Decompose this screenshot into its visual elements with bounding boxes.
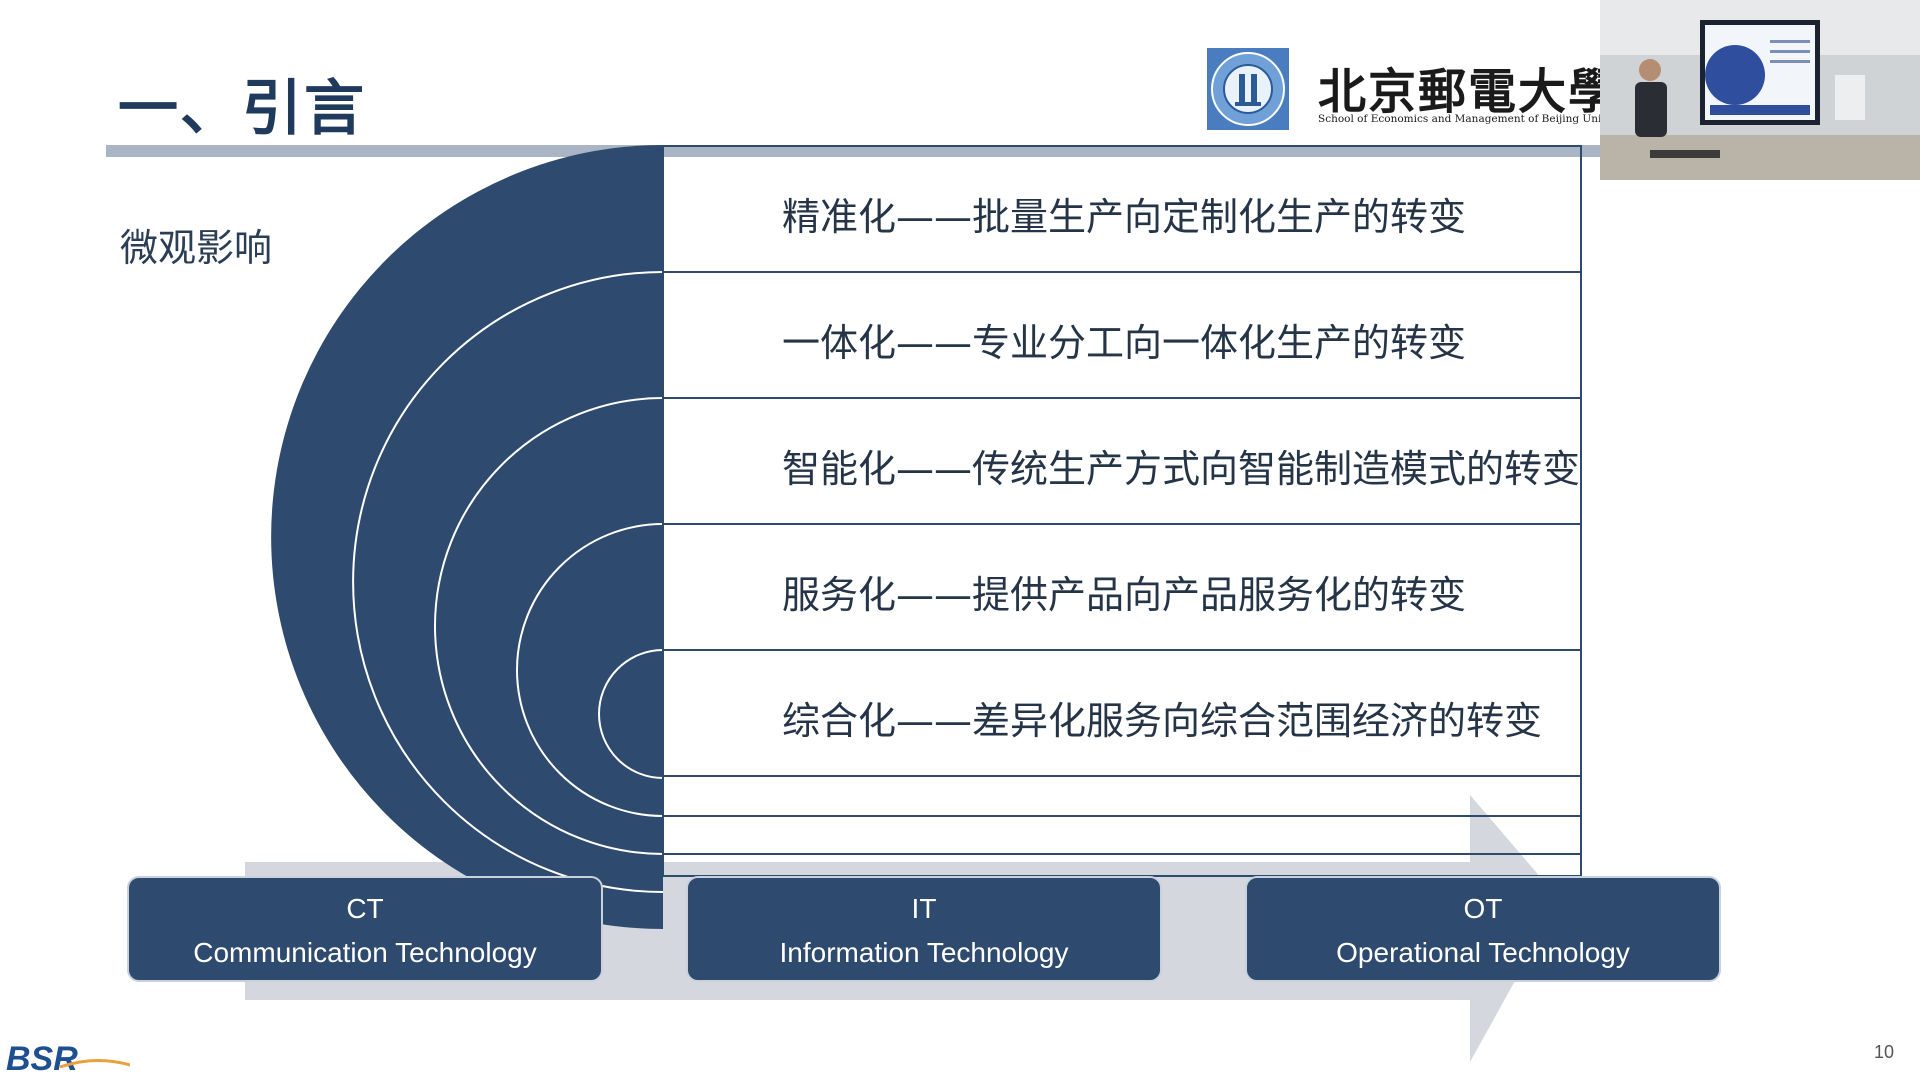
tech-abbr-ct: CT: [346, 893, 384, 924]
arc-ring-4: [516, 523, 664, 817]
page-number: 10: [1874, 1042, 1895, 1062]
bsr-logo: BSR: [6, 1040, 78, 1078]
arc-ring-2: [352, 271, 664, 893]
university-emblem-icon: [1207, 48, 1289, 130]
tech-box-ot: OT Operational Technology: [1245, 876, 1721, 982]
tech-full-ct: Communication Technology: [193, 937, 537, 968]
row-label-3: 智能化——传统生产方式向智能制造模式的转变: [782, 447, 1581, 491]
tech-box-ct: CT Communication Technology: [127, 876, 603, 982]
title-underline-bar: [106, 145, 1606, 157]
rows-frame: [662, 145, 1582, 877]
arc-ring-1: [271, 145, 663, 929]
slide-subtitle: 微观影响: [120, 226, 273, 270]
webcam-video-feed[interactable]: [1600, 0, 1920, 180]
bsr-swoosh-icon: [60, 1058, 130, 1069]
tech-abbr-ot: OT: [1463, 893, 1503, 924]
arc-ring-5: [598, 649, 664, 779]
tech-full-ot: Operational Technology: [1336, 937, 1630, 968]
tech-box-it: IT Information Technology: [686, 876, 1162, 982]
university-name-cn: 北京郵電大學經濟: [1318, 64, 1600, 120]
row-label-5: 综合化——差异化服务向综合范围经济的转变: [782, 699, 1543, 743]
arc-ring-3: [434, 397, 664, 855]
row-label-1: 精准化——批量生产向定制化生产的转变: [782, 195, 1467, 239]
tech-abbr-it: IT: [911, 893, 937, 924]
row-label-4: 服务化——提供产品向产品服务化的转变: [782, 573, 1467, 617]
row-label-2: 一体化——专业分工向一体化生产的转变: [782, 321, 1467, 365]
slide-title: 一、引言: [118, 74, 366, 144]
university-name-en: School of Economics and Management of Be…: [1318, 113, 1600, 125]
tech-full-it: Information Technology: [779, 937, 1069, 968]
